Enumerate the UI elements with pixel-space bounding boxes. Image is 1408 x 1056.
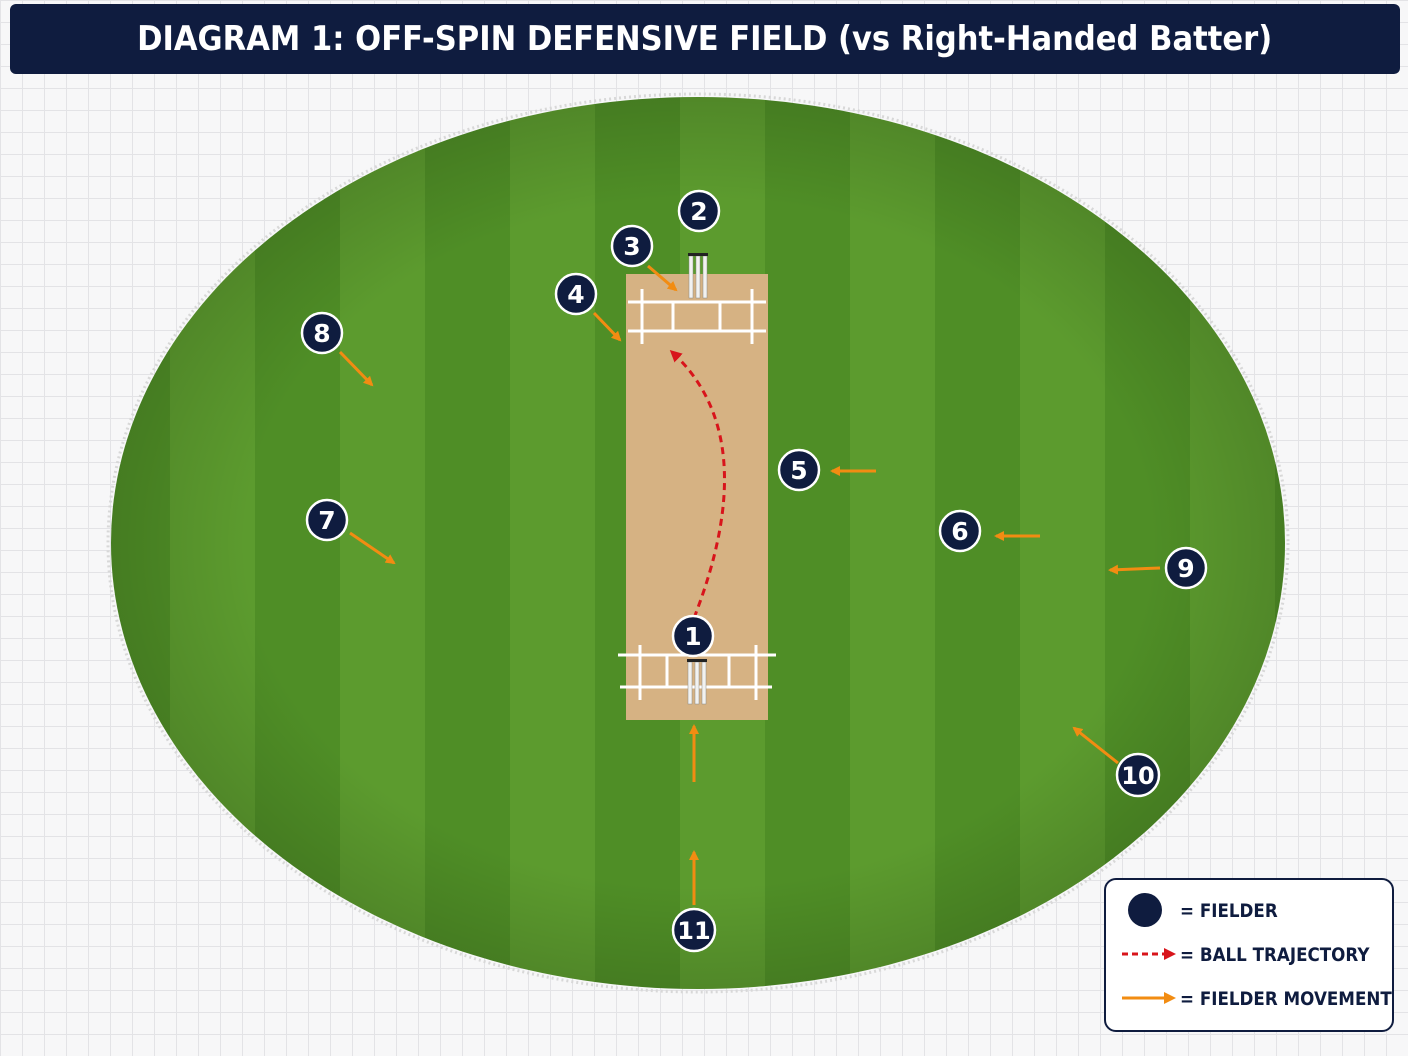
- movement-arrow-8: [338, 350, 374, 387]
- fielder-10: 10: [1115, 752, 1161, 798]
- dashed-red-arrow-icon: [1122, 948, 1176, 960]
- fielder-1-label: 1: [684, 622, 701, 651]
- legend: = FIELDER = BALL TRAJECTORY = FIELDER MO…: [1104, 878, 1394, 1032]
- fielder-4-label: 4: [567, 280, 584, 309]
- boundary-rope: [106, 92, 1290, 994]
- fielder-3: 3: [610, 224, 654, 268]
- diagram-title: DIAGRAM 1: OFF-SPIN DEFENSIVE FIELD (vs …: [137, 19, 1273, 59]
- title-bar: DIAGRAM 1: OFF-SPIN DEFENSIVE FIELD (vs …: [10, 4, 1400, 74]
- fielder-6-label: 6: [951, 517, 968, 546]
- fielder-4: 4: [554, 272, 598, 316]
- legend-row-fielder-movement: = FIELDER MOVEMENT: [1106, 980, 1392, 1016]
- fielder-dot-icon: [1128, 893, 1162, 927]
- fielder-10-label: 10: [1121, 762, 1154, 790]
- fielder-2: 2: [677, 189, 721, 233]
- stumps-bottom: [687, 659, 707, 705]
- legend-ball-trajectory-label: = BALL TRAJECTORY: [1180, 944, 1370, 966]
- fielder-3-label: 3: [623, 232, 640, 261]
- fielder-9: 9: [1164, 546, 1208, 590]
- stumps-top: [688, 253, 708, 299]
- movement-arrow-3: [647, 264, 678, 292]
- legend-row-fielder: = FIELDER: [1106, 892, 1392, 928]
- fielder-11-label: 11: [677, 917, 710, 945]
- legend-row-ball-trajectory: = BALL TRAJECTORY: [1106, 936, 1392, 972]
- fielder-1: 1: [671, 614, 715, 658]
- legend-fielder-movement-label: = FIELDER MOVEMENT: [1180, 988, 1392, 1010]
- legend-fielder-label: = FIELDER: [1180, 900, 1278, 922]
- movement-arrow-10: [1072, 726, 1119, 765]
- fielder-8-label: 8: [313, 319, 330, 348]
- fielder-7-label: 7: [318, 506, 335, 535]
- fielder-8: 8: [300, 311, 344, 355]
- orange-arrow-icon: [1122, 992, 1176, 1004]
- crease-top: [628, 289, 766, 344]
- movement-arrows: [338, 264, 1161, 905]
- movement-arrow-7: [349, 531, 396, 565]
- fielder-9-label: 9: [1177, 554, 1194, 583]
- fielder-11: 11: [671, 907, 717, 953]
- fielder-7: 7: [305, 498, 349, 542]
- fielder-6: 6: [938, 509, 982, 553]
- fielder-2-label: 2: [690, 197, 707, 226]
- fielder-5-label: 5: [790, 456, 807, 485]
- ball-trajectory: [669, 349, 726, 619]
- movement-arrow-4: [592, 311, 622, 342]
- fielder-5: 5: [777, 448, 821, 492]
- movement-arrow-9: [1108, 564, 1161, 575]
